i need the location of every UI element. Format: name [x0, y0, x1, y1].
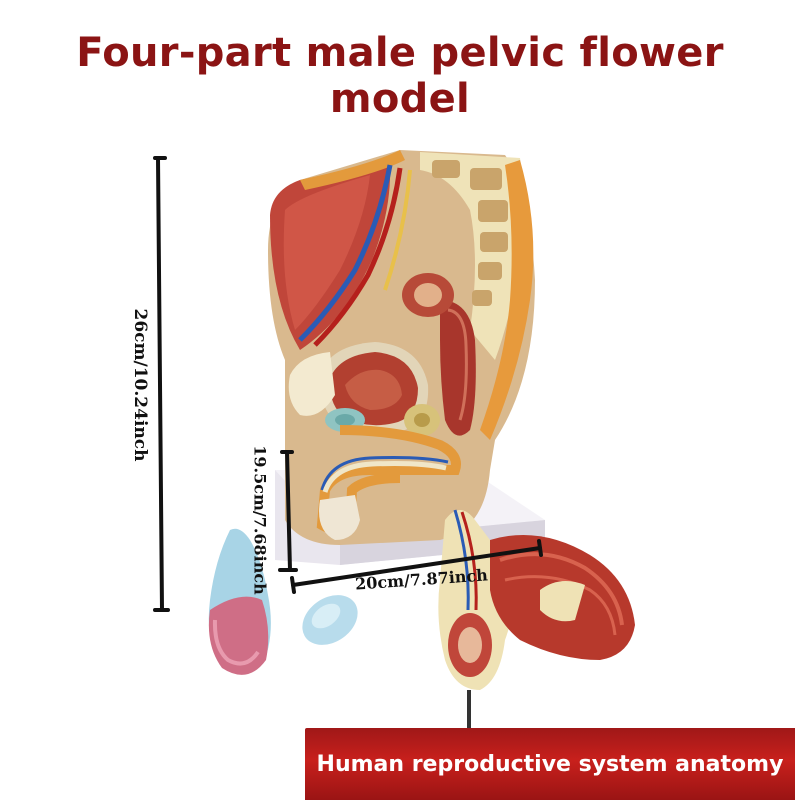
pelvic-model [268, 150, 535, 545]
caption-banner-text: Human reproductive system anatomy [316, 751, 784, 777]
removable-part-perineum [438, 509, 635, 730]
page-title: Four-part male pelvic flower model [76, 30, 724, 122]
dimension-lines [153, 156, 543, 612]
caption-banner: Human reproductive system anatomy [305, 728, 795, 800]
removable-part-blue [302, 595, 358, 645]
removable-part-pink [208, 528, 271, 675]
height-dimension-label: 26cm/10.24inch [130, 308, 150, 462]
depth-dimension-label: 19.5cm/7.68inch [250, 445, 270, 595]
